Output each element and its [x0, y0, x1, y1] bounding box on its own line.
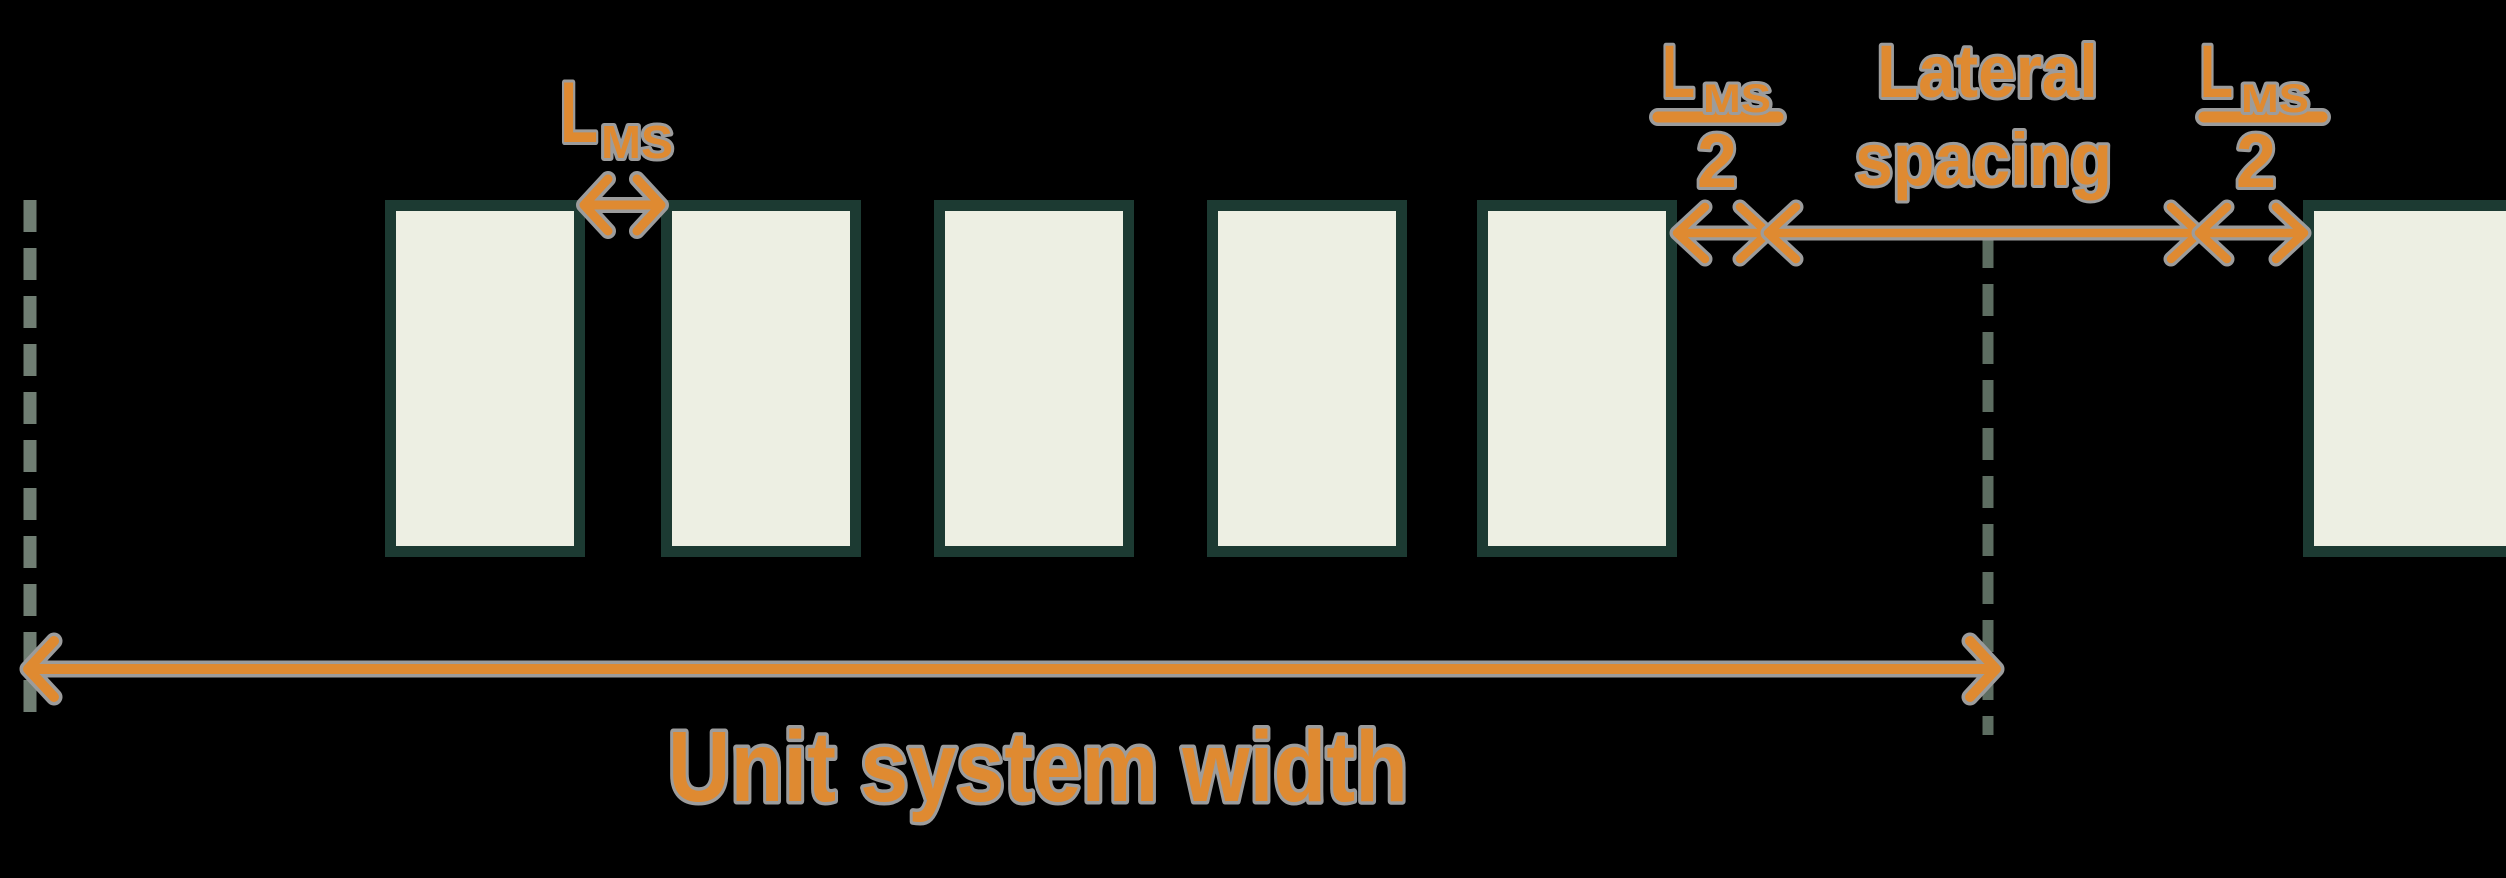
module-row [385, 200, 2506, 557]
lateral-spacing-label-line1: Lateral [1877, 30, 2098, 113]
half-spacing-right-symbol: L [2200, 30, 2233, 113]
diagram-labels: L MS L MS 2 Lateral spacing L MS 2 Unit … [557, 27, 2312, 827]
module-rect-5 [1477, 200, 1677, 557]
half-spacing-left-label: L MS 2 [1659, 27, 1774, 207]
unit-system-width-arrow-stroke [23, 636, 2001, 702]
module-rect-3 [934, 200, 1134, 557]
module-rect-2 [661, 200, 861, 557]
lateral-spacing-label-line2: spacing [1855, 118, 2112, 201]
module-spacing-arrow-stroke [579, 174, 666, 236]
module-rect-1 [385, 200, 585, 557]
module-spacing-subscript: MS [601, 116, 673, 168]
half-module-spacing-right-arrow-stroke [2194, 202, 2309, 264]
adjacent-module-rect-partial [2303, 200, 2506, 557]
module-spacing-symbol: L [560, 65, 598, 161]
half-spacing-right-subscript: MS [2241, 77, 2309, 121]
lateral-spacing-label: Lateral spacing [1852, 27, 2115, 204]
half-spacing-left-subscript: MS [1703, 77, 1771, 121]
half-spacing-left-symbol: L [1662, 30, 1695, 113]
half-module-spacing-right-arrow [2191, 199, 2312, 267]
half-spacing-right-denominator: 2 [2236, 119, 2276, 204]
unit-system-width-label: Unit system width [668, 711, 1408, 823]
module-spacing-label: L MS [557, 62, 676, 171]
module-spacing-arrow [576, 171, 669, 239]
half-spacing-right-label: L MS 2 [2197, 27, 2312, 207]
lateral-spacing-arrow [1760, 199, 2207, 267]
dimension-arrows [19, 108, 2331, 706]
half-spacing-left-denominator: 2 [1697, 119, 1737, 204]
unit-system-width-arrow [19, 632, 2005, 706]
module-rect-4 [1207, 200, 1407, 557]
